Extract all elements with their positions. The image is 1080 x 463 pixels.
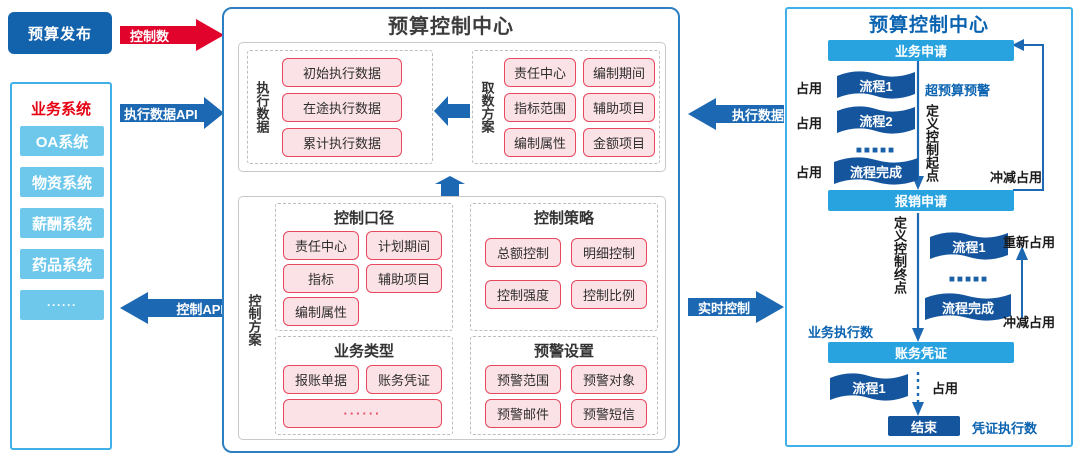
business-type-title: 业务类型 xyxy=(333,342,394,360)
biz-item-medicine[interactable]: 药品系统 xyxy=(20,249,104,279)
arrow-fetch-to-exec xyxy=(434,96,470,126)
arrow-exec-data: 执行数据 xyxy=(688,98,784,130)
annotation-offset-occupy-2: 冲减占用 xyxy=(1003,315,1056,330)
flow-dots-upper: ■■■■■ xyxy=(855,144,897,156)
ribbon-flow-1-middle-label: 流程1 xyxy=(952,239,986,255)
biz-item-material[interactable]: 物资系统 xyxy=(20,167,104,197)
strategy-item-detail[interactable]: 明细控制 xyxy=(571,238,647,267)
exec-data-side-label: 执行数据 xyxy=(254,81,270,133)
stage-business-application[interactable]: 业务申请 xyxy=(828,40,1014,61)
arrow-control-api: 控制API xyxy=(120,292,224,324)
biz-item-salary[interactable]: 薪酬系统 xyxy=(20,208,104,238)
annotation-reoccupy: 重新占用 xyxy=(1003,235,1056,250)
fetch-item-amount[interactable]: 金额项目 xyxy=(583,128,655,157)
arrow-realtime-control: 实时控制 xyxy=(688,291,784,323)
control-strategy-block xyxy=(470,203,658,331)
annotation-offset-occupy-1: 冲减占用 xyxy=(990,170,1043,185)
annotation-occupy-lower: 占用 xyxy=(932,381,959,396)
control-plan-side-label: 控制方案 xyxy=(246,294,262,346)
arrow-control-number-label: 控制数 xyxy=(130,28,170,44)
exec-data-item-cumulative[interactable]: 累计执行数据 xyxy=(282,128,402,157)
alert-settings-title: 预警设置 xyxy=(533,342,594,360)
fetch-item-responsibility-center[interactable]: 责任中心 xyxy=(504,58,576,87)
right-panel xyxy=(785,7,1073,447)
alert-item-email[interactable]: 预警邮件 xyxy=(485,399,561,428)
annotation-define-start: 定义控制起点 xyxy=(924,104,939,182)
ribbon-flow-complete-upper-label: 流程完成 xyxy=(849,164,902,180)
annotation-biz-exec-count: 业务执行数 xyxy=(808,325,874,340)
flow-dots-middle: ■■■■■ xyxy=(948,273,990,285)
control-strategy-title: 控制策略 xyxy=(533,209,594,227)
ribbon-flow-complete-middle-label: 流程完成 xyxy=(941,300,994,316)
strategy-item-total[interactable]: 总额控制 xyxy=(485,238,561,267)
ribbon-flow-1-lower-label: 流程1 xyxy=(852,380,886,396)
exec-data-item-initial[interactable]: 初始执行数据 xyxy=(282,58,402,87)
arrow-control-number: 控制数 xyxy=(120,19,224,51)
biz-item-label: OA系统 xyxy=(35,133,89,151)
arrow-exec-data-api: 执行数据API xyxy=(120,97,224,129)
arrow-control-to-fetch xyxy=(435,176,465,196)
alert-item-range[interactable]: 预警范围 xyxy=(485,365,561,394)
stage-end[interactable]: 结束 xyxy=(888,416,960,436)
ribbon-flow-complete-middle: 流程完成 xyxy=(925,292,1011,322)
ribbon-flow-1-label: 流程1 xyxy=(859,78,893,94)
exec-data-item-intransit[interactable]: 在途执行数据 xyxy=(282,93,402,122)
biztype-item-more[interactable]: ······ xyxy=(283,399,442,428)
stage-reimbursement-application[interactable]: 报销申请 xyxy=(828,190,1014,211)
budget-publish-label: 预算发布 xyxy=(27,25,92,43)
fetch-item-auxiliary[interactable]: 辅助项目 xyxy=(583,93,655,122)
alert-item-sms[interactable]: 预警短信 xyxy=(571,399,647,428)
caliber-item-plan-period[interactable]: 计划期间 xyxy=(366,231,442,260)
arrow-realtime-control-label: 实时控制 xyxy=(698,300,751,316)
arrow-exec-data-api-label: 执行数据API xyxy=(124,106,198,122)
caliber-item-attribute[interactable]: 编制属性 xyxy=(283,297,359,326)
alert-item-target[interactable]: 预警对象 xyxy=(571,365,647,394)
ribbon-flow-complete-upper: 流程完成 xyxy=(834,156,918,186)
control-caliber-title: 控制口径 xyxy=(333,209,394,227)
biz-item-label: ······ xyxy=(47,298,77,312)
caliber-item-responsibility-center[interactable]: 责任中心 xyxy=(283,231,359,260)
fetch-item-attribute[interactable]: 编制属性 xyxy=(504,128,576,157)
ribbon-flow-1: 流程1 xyxy=(837,70,915,100)
annotation-define-end: 定义控制终点 xyxy=(892,216,907,294)
biztype-item-reimbursement-doc[interactable]: 报账单据 xyxy=(283,365,359,394)
biztype-item-accounting-voucher[interactable]: 账务凭证 xyxy=(366,365,442,394)
right-panel-title: 预算控制中心 xyxy=(868,14,989,36)
annotation-over-budget-alert: 超预算预警 xyxy=(925,83,991,98)
caliber-item-indicator[interactable]: 指标 xyxy=(283,264,359,293)
fetch-item-indicator-range[interactable]: 指标范围 xyxy=(504,93,576,122)
biz-item-label: 薪酬系统 xyxy=(31,215,92,233)
biz-item-more[interactable]: ······ xyxy=(20,290,104,320)
occupy-label-3: 占用 xyxy=(795,164,822,180)
business-systems-title: 业务系统 xyxy=(30,100,91,118)
caliber-item-auxiliary[interactable]: 辅助项目 xyxy=(366,264,442,293)
budget-publish-box: 预算发布 xyxy=(8,12,112,54)
ribbon-flow-2-label: 流程2 xyxy=(859,113,893,129)
ribbon-flow-2: 流程2 xyxy=(837,105,915,135)
biz-item-label: 物资系统 xyxy=(31,174,92,192)
strategy-item-ratio[interactable]: 控制比例 xyxy=(571,280,647,309)
occupy-label-2: 占用 xyxy=(795,115,822,131)
arrow-exec-data-label: 执行数据 xyxy=(731,107,784,123)
arrow-control-api-label: 控制API xyxy=(176,301,224,317)
strategy-item-intensity[interactable]: 控制强度 xyxy=(485,280,561,309)
ribbon-flow-1-middle: 流程1 xyxy=(930,231,1008,261)
fetch-plan-side-label: 取数方案 xyxy=(479,81,495,133)
center-panel-title: 预算控制中心 xyxy=(388,15,514,38)
biz-item-label: 药品系统 xyxy=(31,256,92,274)
biz-item-oa[interactable]: OA系统 xyxy=(20,126,104,156)
annotation-voucher-exec-count: 凭证执行数 xyxy=(972,421,1038,436)
ribbon-flow-1-lower: 流程1 xyxy=(830,372,908,402)
fetch-item-period[interactable]: 编制期间 xyxy=(583,58,655,87)
occupy-label-1: 占用 xyxy=(795,80,822,96)
stage-accounting-voucher[interactable]: 账务凭证 xyxy=(828,342,1014,363)
